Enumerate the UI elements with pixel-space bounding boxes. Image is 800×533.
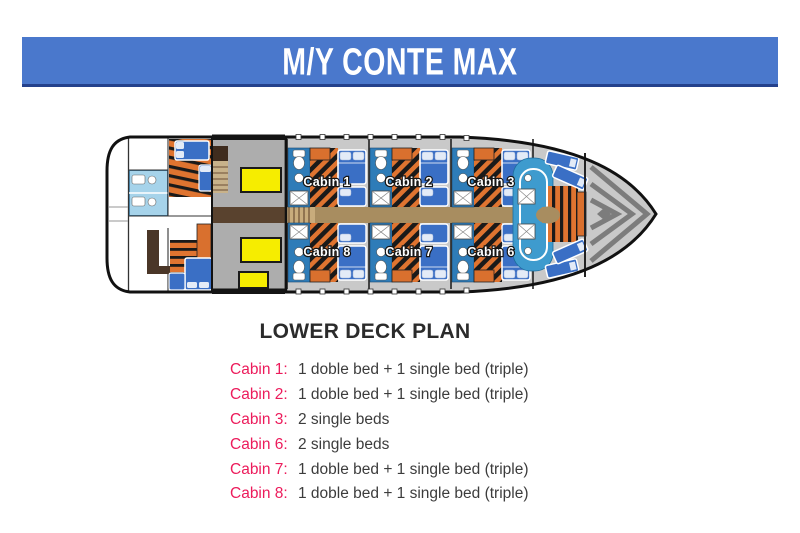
guest-cabins	[284, 137, 534, 292]
crew-cabin	[536, 150, 589, 279]
stern-platform	[109, 138, 130, 291]
crew-beds	[544, 150, 589, 279]
legend-row: Cabin 8: 1 doble bed + 1 single bed (tri…	[230, 482, 529, 507]
legend-row: Cabin 7: 1 doble bed + 1 single bed (tri…	[230, 457, 529, 482]
corridor	[212, 207, 542, 223]
legend-cabin-label: Cabin 3:	[230, 410, 288, 428]
aft-dresser	[196, 223, 212, 259]
legend-cabin-label: Cabin 8:	[230, 485, 288, 503]
legend-row: Cabin 6: 2 single beds	[230, 432, 529, 457]
top-door-band	[212, 134, 285, 140]
aft-single-bed-2	[168, 272, 186, 291]
tank-yellow-2	[240, 237, 282, 263]
legend-cabin-desc: 2 single beds	[298, 410, 390, 428]
label-cabin-3: Cabin 3	[467, 175, 514, 189]
corridor-stairs	[285, 207, 315, 223]
bow-chevrons	[589, 165, 651, 263]
aft-bench	[147, 230, 185, 274]
aft-section	[129, 138, 213, 291]
legend-cabin-desc: 2 single beds	[298, 435, 390, 453]
corridor-end	[536, 206, 560, 224]
legend-row: Cabin 3: 2 single beds	[230, 408, 529, 433]
cabin-legend: Cabin 1: 1 doble bed + 1 single bed (tri…	[230, 358, 529, 507]
label-cabin-2: Cabin 2	[385, 175, 432, 189]
portholes	[295, 134, 470, 295]
legend-cabin-label: Cabin 2:	[230, 386, 288, 404]
bottom-door-band	[212, 288, 285, 294]
legend-cabin-desc: 1 doble bed + 1 single bed (triple)	[298, 361, 529, 379]
bow-bathroom-area	[512, 157, 554, 272]
title-banner: M/Y CONTE MAX	[22, 37, 778, 87]
deck-plan-heading: LOWER DECK PLAN	[259, 320, 471, 343]
tank-yellow-1	[240, 167, 282, 193]
tank-yellow-3	[238, 271, 269, 289]
stairs-upper	[213, 146, 228, 161]
legend-row: Cabin 2: 1 doble bed + 1 single bed (tri…	[230, 383, 529, 408]
label-cabin-6: Cabin 6	[467, 245, 514, 259]
legend-cabin-label: Cabin 1:	[230, 361, 288, 379]
legend-row: Cabin 1: 1 doble bed + 1 single bed (tri…	[230, 358, 529, 383]
legend-cabin-label: Cabin 7:	[230, 460, 288, 478]
boat-title: M/Y CONTE MAX	[282, 40, 518, 83]
label-cabin-1: Cabin 1	[303, 175, 350, 189]
legend-cabin-desc: 1 doble bed + 1 single bed (triple)	[298, 386, 529, 404]
legend-cabin-desc: 1 doble bed + 1 single bed (triple)	[298, 485, 529, 503]
cabin-labels: Cabin 1 Cabin 2 Cabin 3 Cabin 8 Cabin 7 …	[302, 174, 515, 260]
label-cabin-7: Cabin 7	[385, 245, 432, 259]
label-cabin-8: Cabin 8	[303, 245, 350, 259]
legend-cabin-desc: 1 doble bed + 1 single bed (triple)	[298, 460, 529, 478]
legend-cabin-label: Cabin 6:	[230, 435, 288, 453]
